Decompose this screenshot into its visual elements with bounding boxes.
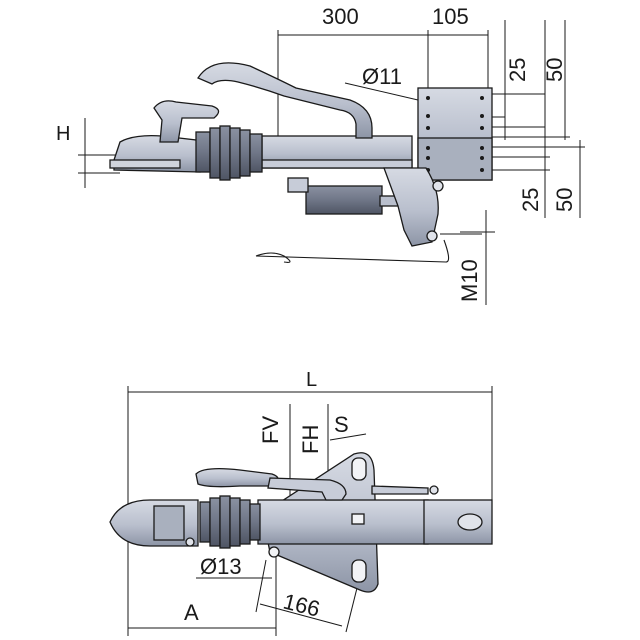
handbrake-lever-top bbox=[195, 468, 279, 488]
shock-rod bbox=[287, 177, 309, 193]
rubber-bellows bbox=[195, 125, 263, 181]
dimension-fh: FH bbox=[298, 425, 323, 454]
dimension-diameter-11: Ø11 bbox=[362, 64, 402, 89]
dimension-fv: FV bbox=[258, 416, 283, 444]
top-view-parts bbox=[109, 452, 493, 593]
rubber-bellows-top bbox=[199, 495, 261, 549]
dimension-m10: M10 bbox=[457, 259, 482, 302]
rod-eye bbox=[429, 485, 439, 495]
flange-inner bbox=[417, 137, 493, 181]
coupling-base bbox=[109, 159, 181, 169]
drawbar-rail bbox=[261, 159, 413, 169]
dimension-166: 166 bbox=[281, 589, 323, 622]
flange-bolt-holes bbox=[426, 96, 484, 172]
lever-bar bbox=[267, 477, 347, 501]
top-view: L FV FH S Ø13 A 166 bbox=[109, 369, 493, 636]
drawbar-tube-top bbox=[257, 499, 429, 545]
dimension-25-bottom: 25 bbox=[518, 188, 543, 212]
dimension-25-top: 25 bbox=[505, 58, 530, 82]
side-view: 300 105 Ø11 H 25 50 25 50 M10 bbox=[56, 4, 585, 305]
dimension-300: 300 bbox=[322, 4, 359, 29]
cable-loop bbox=[255, 252, 291, 263]
shock-absorber bbox=[305, 185, 383, 215]
handbrake-lever bbox=[197, 62, 373, 139]
dimension-diameter-13: Ø13 bbox=[200, 554, 242, 579]
coupling-bolt bbox=[185, 537, 195, 547]
dimension-50-bottom: 50 bbox=[552, 188, 577, 212]
dimension-h: H bbox=[56, 123, 70, 145]
plate-slot-lower bbox=[351, 559, 367, 583]
tube-slot bbox=[351, 513, 365, 525]
bracket-pivot bbox=[432, 180, 444, 192]
dimension-50-top: 50 bbox=[542, 58, 567, 82]
brake-bracket bbox=[383, 167, 439, 247]
side-view-labels: 300 105 Ø11 H 25 50 25 50 M10 bbox=[56, 4, 577, 302]
bracket-pin bbox=[426, 230, 438, 242]
dimension-l: L bbox=[306, 369, 317, 391]
side-view-parts bbox=[109, 62, 493, 263]
plate-hole bbox=[268, 546, 280, 558]
brake-cable bbox=[255, 233, 482, 263]
plate-slot-upper bbox=[351, 457, 367, 481]
dimension-s: S bbox=[334, 412, 349, 437]
brake-rod bbox=[371, 485, 429, 495]
coupling-handle bbox=[153, 100, 220, 143]
coupling-clamp bbox=[153, 505, 185, 541]
dimension-a: A bbox=[184, 600, 199, 625]
dimension-105: 105 bbox=[432, 4, 469, 29]
flange-eye bbox=[457, 513, 483, 531]
